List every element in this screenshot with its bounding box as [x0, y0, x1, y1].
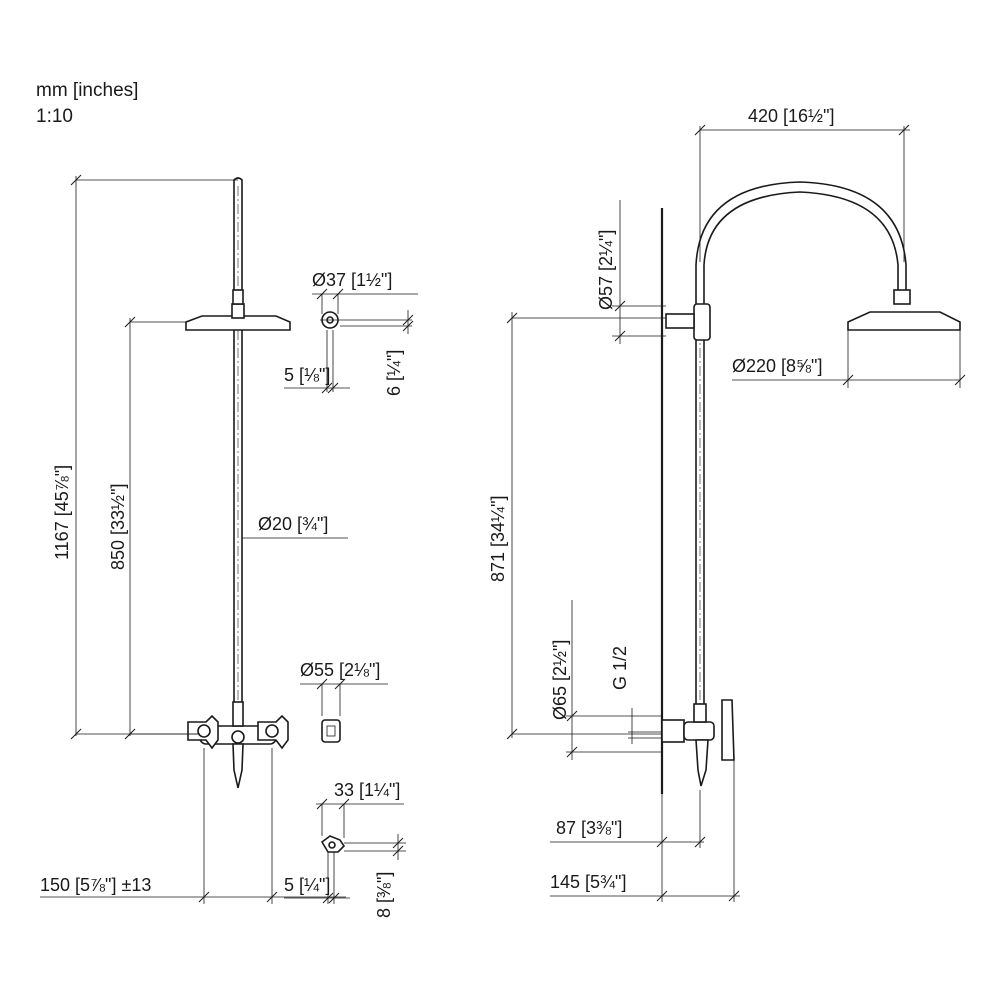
dim-slide-height: 6 [¼"]	[384, 350, 404, 396]
dim-projection-handle: 145 [5¾"]	[550, 872, 626, 892]
diverter-side	[693, 703, 707, 723]
right-cross-handle	[257, 714, 289, 750]
left-cross-handle	[187, 714, 219, 750]
dim-riser-diameter: Ø20 [¾"]	[258, 514, 328, 534]
shower-head-joint	[231, 303, 245, 319]
diverter-knob	[231, 730, 245, 744]
hose-outlet-side	[695, 739, 709, 787]
dim-thread: G 1/2	[610, 646, 630, 690]
mixer-escutcheon	[661, 719, 685, 743]
handle-detail	[321, 719, 341, 743]
shower-arm	[695, 181, 907, 319]
dim-outlet-offset: 5 [¼"]	[284, 875, 330, 895]
front-dimension-lines	[40, 176, 418, 904]
dim-handle-diameter: Ø55 [2⅛"]	[300, 660, 380, 680]
dimension-ticks	[70, 124, 966, 904]
hose-outlet	[232, 743, 244, 789]
units-label: mm [inches]	[36, 80, 139, 101]
dim-projection-riser: 87 [3⅜"]	[556, 818, 622, 838]
dim-bracket-diameter: Ø57 [2¼"]	[596, 230, 616, 310]
dim-arm-reach: 420 [16½"]	[748, 106, 834, 126]
dim-spout-height: 8 [⅜"]	[374, 872, 394, 918]
dim-mixer-centres: 150 [5⅞"] ±13	[40, 875, 151, 895]
dim-height-bracket: 871 [34¼"]	[488, 496, 508, 582]
bracket-body	[693, 303, 711, 341]
dim-slide-offset: 5 [⅛"]	[284, 365, 330, 385]
side-dimension-lines	[511, 126, 961, 902]
front-view: 1167 [45⅞"] 850 [33½"] Ø20 [¾"] 150 [5⅞"…	[40, 176, 418, 918]
dim-overall-height: 1167 [45⅞"]	[52, 465, 72, 560]
wall-bracket	[665, 313, 695, 329]
shower-head-front	[185, 315, 291, 331]
scale-label: 1:10	[36, 106, 73, 127]
shower-head-side	[847, 311, 961, 331]
mixer-body-side	[683, 721, 715, 741]
spout-detail	[320, 835, 346, 853]
side-view: 420 [16½"] Ø57 [2¼"] Ø220 [8⅝"] 871 [34¼…	[488, 106, 961, 902]
shower-arm-stub	[232, 289, 244, 305]
dim-slide-diameter: Ø37 [1½"]	[312, 270, 392, 290]
handle-side	[721, 699, 735, 761]
drawing-header: mm [inches] 1:10	[36, 78, 138, 130]
slide-detail	[320, 311, 340, 329]
dim-head-diameter: Ø220 [8⅝"]	[732, 356, 822, 376]
dim-escutcheon-diameter: Ø65 [2½"]	[550, 640, 570, 720]
dim-spout-width: 33 [1¼"]	[334, 780, 400, 800]
head-connector	[893, 289, 911, 305]
diverter-stem	[232, 701, 244, 727]
dim-head-height: 850 [33½"]	[108, 484, 128, 570]
